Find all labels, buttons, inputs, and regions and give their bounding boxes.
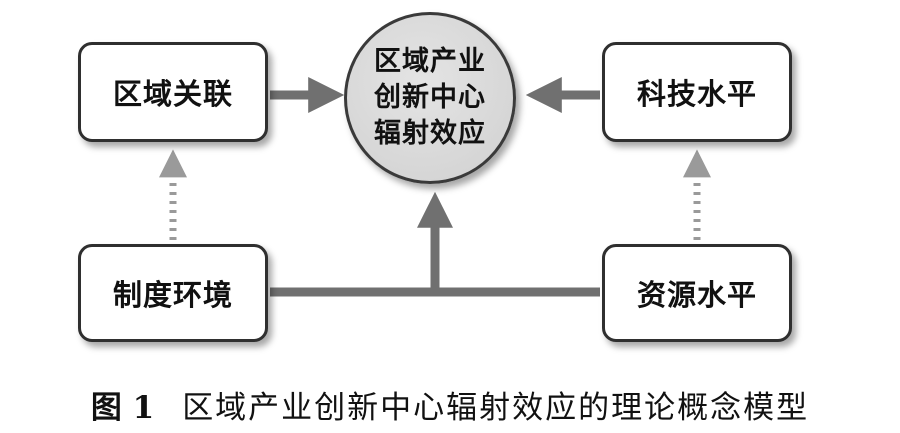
node-regional-linkage-label: 区域关联 [112, 77, 233, 111]
node-tech-level-label: 科技水平 [636, 77, 757, 111]
node-institutional-env-label: 制度环境 [112, 278, 233, 312]
node-resource-level-label: 资源水平 [636, 278, 757, 312]
figure-label: 图 1 [90, 390, 155, 426]
figure-caption: 图 1 区域产业创新中心辐射效应的理论概念模型 [0, 382, 900, 427]
node-resource-level: 资源水平 [602, 244, 792, 342]
hub-line-1: 区域产业 [374, 46, 486, 77]
node-tech-level: 科技水平 [602, 42, 792, 142]
hub-line-2: 创新中心 [374, 82, 486, 113]
node-institutional-env: 制度环境 [78, 244, 268, 342]
figure-title: 区域产业创新中心辐射效应的理论概念模型 [182, 390, 810, 426]
node-regional-linkage: 区域关联 [78, 42, 268, 142]
hub-circle: 区域产业 创新中心 辐射效应 [344, 12, 516, 184]
hub-line-3: 辐射效应 [374, 118, 486, 149]
connector-layer [159, 77, 711, 297]
